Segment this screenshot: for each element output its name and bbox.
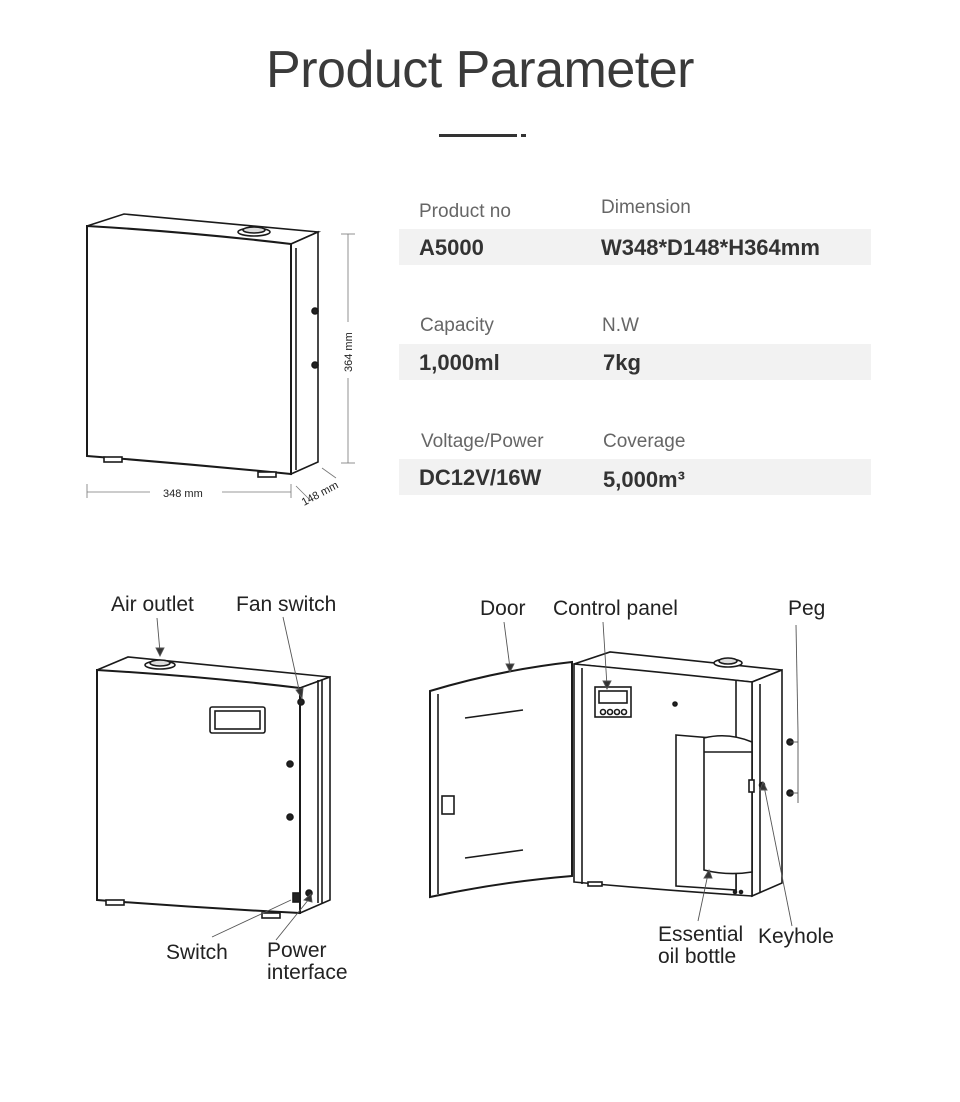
callout-essential-oil-line1: Essential xyxy=(658,923,744,946)
callout-power-interface-line2: interface xyxy=(267,961,348,984)
spec-value-product-no: A5000 xyxy=(419,235,484,260)
callout-door: Door xyxy=(480,597,526,620)
spec-value-capacity: 1,000ml xyxy=(419,350,500,375)
spec-value-voltage-power: DC12V/16W xyxy=(419,465,542,490)
spec-label-coverage: Coverage xyxy=(603,431,686,452)
spec-label-dimension: Dimension xyxy=(601,197,691,218)
dimension-width-label: 348 mm xyxy=(163,488,203,500)
callout-keyhole: Keyhole xyxy=(758,925,834,948)
callout-essential-oil-bottle: Essential oil bottle xyxy=(658,924,743,968)
open-unit-drawing xyxy=(429,651,794,899)
title-underline-dot xyxy=(521,134,526,137)
spec-row-band xyxy=(399,229,871,265)
callout-power-interface: Power interface xyxy=(267,940,348,984)
closed-unit-drawing xyxy=(96,656,331,919)
page-title: Product Parameter xyxy=(266,41,694,99)
spec-row-band xyxy=(399,459,871,495)
callout-control-panel: Control panel xyxy=(553,597,678,620)
title-underline xyxy=(439,134,517,137)
spec-label-product-no: Product no xyxy=(419,201,511,222)
callout-fan-switch: Fan switch xyxy=(236,593,337,616)
spec-label-capacity: Capacity xyxy=(420,315,494,336)
spec-label-voltage-power: Voltage/Power xyxy=(421,431,544,452)
spec-label-weight: N.W xyxy=(602,315,639,336)
callout-power-interface-line1: Power xyxy=(267,939,327,962)
dimension-height-label: 364 mm xyxy=(343,332,355,372)
spec-value-coverage: 5,000m³ xyxy=(603,467,685,492)
callout-essential-oil-line2: oil bottle xyxy=(658,945,737,968)
callout-air-outlet: Air outlet xyxy=(111,593,194,616)
dimension-depth-label: 148 mm xyxy=(300,479,341,508)
callout-peg: Peg xyxy=(788,597,826,620)
spec-row-band xyxy=(399,344,871,380)
callout-switch: Switch xyxy=(166,941,228,964)
spec-value-weight: 7kg xyxy=(603,350,641,375)
spec-value-dimension: W348*D148*H364mm xyxy=(601,235,820,260)
